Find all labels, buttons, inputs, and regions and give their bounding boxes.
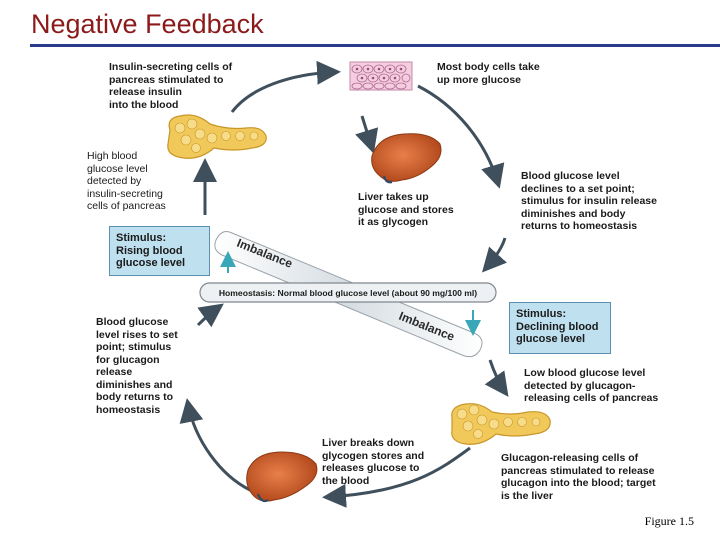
liver-lower-image xyxy=(246,451,318,503)
arrow-rises-to-homeostasis xyxy=(196,303,224,328)
pancreas-lower-image xyxy=(451,403,551,445)
page-title: Negative Feedback xyxy=(31,9,264,39)
homeostasis-bar xyxy=(199,282,497,303)
stimulus-declining-box: Stimulus: Declining blood glucose level xyxy=(509,302,611,354)
label-glucagon-releasing: Glucagon-releasing cells of pancreas sti… xyxy=(501,452,656,502)
arrow-pancreas-to-body-cells xyxy=(230,60,341,113)
label-high-glucose: High blood glucose level detected by ins… xyxy=(87,150,166,212)
arrow-low-to-pancreas xyxy=(484,359,509,397)
label-insulin-secreting: Insulin-secreting cells of pancreas stim… xyxy=(109,61,233,111)
label-rises-set-point: Blood glucose level rises to set point; … xyxy=(96,316,178,416)
arrow-liver-to-rises xyxy=(179,398,251,492)
pancreas-upper-image xyxy=(167,114,267,159)
label-low-glucose: Low blood glucose level detected by gluc… xyxy=(524,367,659,404)
liver-upper-image xyxy=(371,133,442,184)
arrow-body-cells-to-decline xyxy=(417,84,505,189)
label-declines-set-point: Blood glucose level declines to a set po… xyxy=(521,170,657,232)
figure-label: Figure 1.5 xyxy=(644,514,694,528)
label-liver-takes-up: Liver takes up glucose and stores it as … xyxy=(358,191,454,228)
arrow-decline-to-homeostasis xyxy=(481,237,507,273)
stimulus-rising-box: Stimulus: Rising blood glucose level xyxy=(109,226,210,276)
label-liver-breaks-down: Liver breaks down glycogen stores and re… xyxy=(322,437,425,487)
arrow-to-liver xyxy=(355,115,379,154)
label-body-cells: Most body cells take up more glucose xyxy=(437,61,540,86)
body-cells-image xyxy=(349,61,413,91)
homeostasis-label: Homeostasis: Normal blood glucose level … xyxy=(219,288,477,298)
arrow-pancreas-to-glucagon xyxy=(322,446,471,508)
title-underline xyxy=(30,44,720,47)
